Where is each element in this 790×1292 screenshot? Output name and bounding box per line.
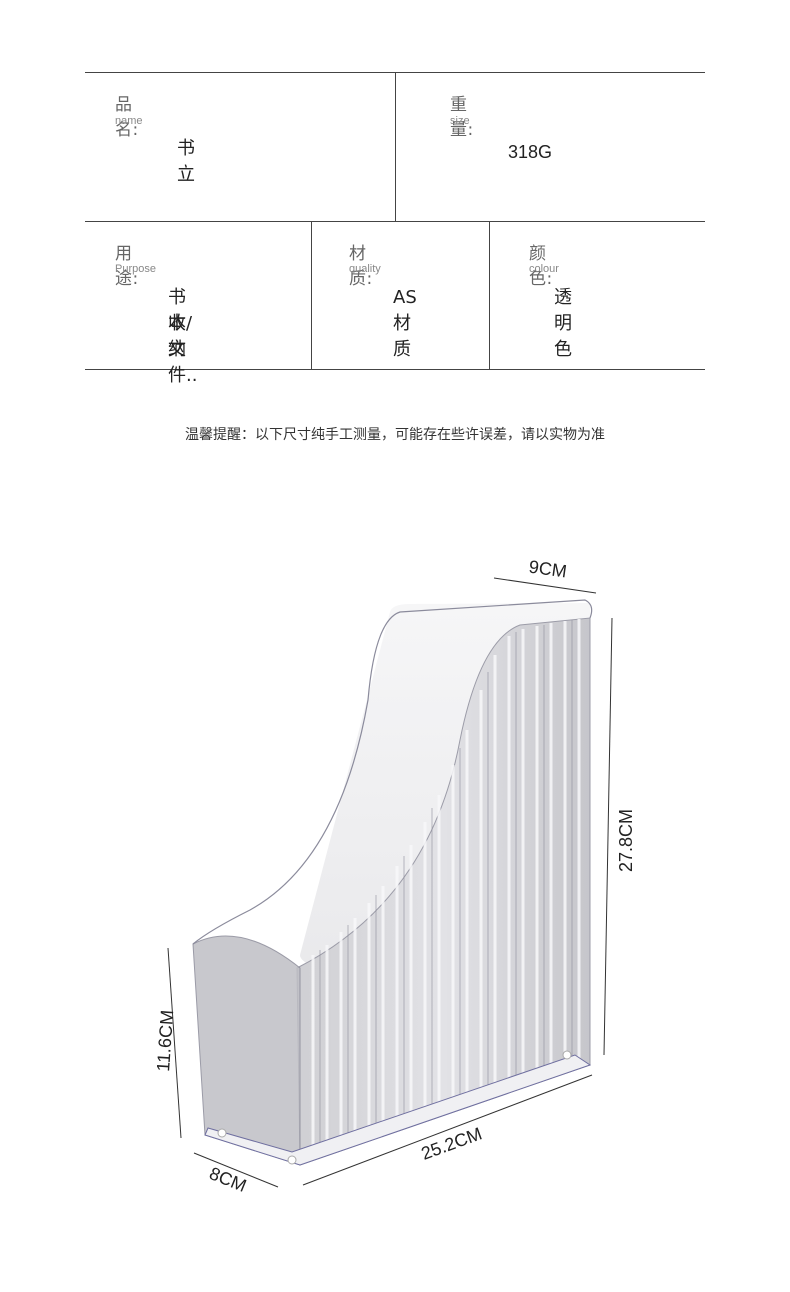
spec-color-value: 透明色 [554,287,572,360]
spec-weight-label: 重量: [450,95,474,140]
top-edge [192,599,593,945]
base [204,1054,592,1166]
spec-weight-label-en: size [450,115,470,127]
spec-purpose-label-en: Purpose [115,263,156,275]
spec-purpose-value-line2: 收纳 [168,313,186,360]
table-divider [395,72,396,221]
table-bottom-border [85,369,705,370]
spec-material-label-en: quality [349,263,381,275]
dim-front-height-label: 11.6CM [153,1009,177,1072]
spec-weight-value: 318G [508,142,553,162]
dim-height-label: 27.8CM [616,809,636,872]
magazine-holder-drawing: 9CM 27.8CM 11.6CM 8CM 25.2CM [153,557,636,1196]
spec-color-label: 颜色: [529,244,553,289]
spec-purpose-label: 用途: [115,244,139,289]
foot [287,1155,297,1165]
spec-name-value: 书立 [177,138,195,185]
dim-depth-label: 8CM [207,1163,250,1196]
spec-material-label: 材质: [349,244,373,289]
end-panel [192,935,301,1166]
spec-name-label-en: name [115,115,143,127]
spec-material-value: AS材质 [393,287,417,360]
table-middle-border [85,221,705,222]
dimension-lines [167,577,613,1188]
spec-name-label: 品名: [115,95,139,140]
table-divider [489,221,490,369]
foot [562,1050,572,1060]
spec-color-label-en: colour [529,263,559,275]
measurement-note: 温馨提醒：以下尺寸纯手工测量，可能存在些许误差，请以实物为准 [185,427,605,443]
foot [217,1128,227,1138]
spec-purpose-value-line1: 书本/文件.. [168,287,198,386]
ribs [311,619,581,1160]
dim-width-label: 9CM [528,557,568,582]
product-illustration: 9CM 27.8CM 11.6CM 8CM 25.2CM [0,540,790,1260]
spec-table: 品名: name 书立 重量: size 318G 用途: Purpose 书本… [85,72,705,386]
dim-length-label: 25.2CM [419,1123,485,1163]
table-divider [311,221,312,369]
